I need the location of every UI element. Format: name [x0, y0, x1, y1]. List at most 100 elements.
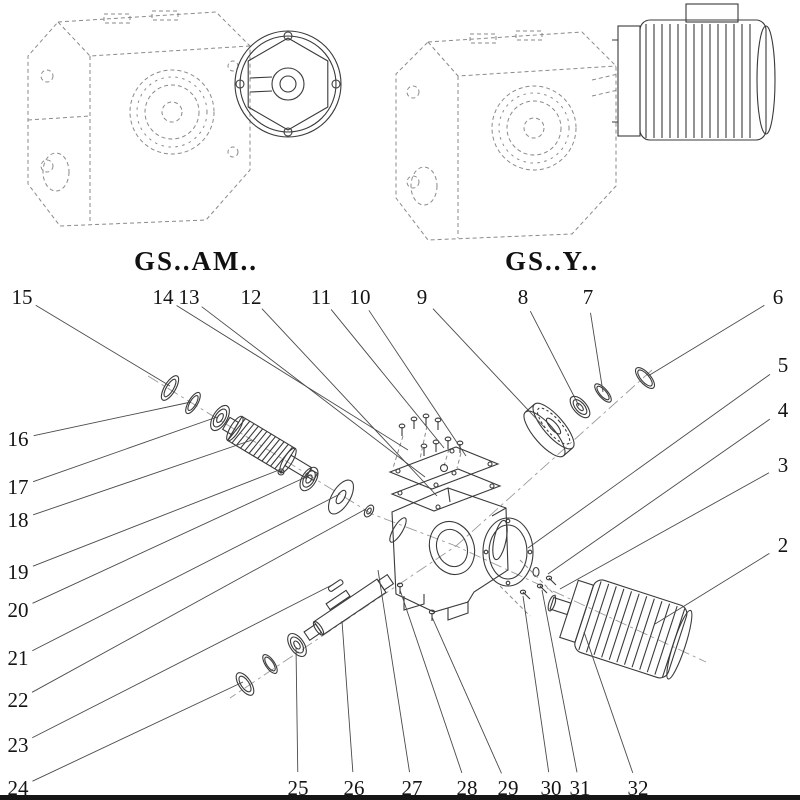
shaft-nut — [363, 504, 375, 518]
output-bearing — [287, 632, 307, 658]
leader-line-2 — [654, 553, 770, 625]
part-number-4: 4 — [778, 398, 789, 422]
leader-line-30 — [522, 595, 550, 773]
input-retaining-ring — [185, 391, 201, 415]
leader-line-7 — [590, 312, 604, 393]
inspection-cover-plate — [388, 446, 500, 490]
gear-bearing — [569, 395, 591, 419]
part-number-22: 22 — [8, 688, 29, 712]
figure-gs-y — [395, 3, 776, 241]
assembly-axis-lines — [147, 369, 707, 699]
part-number-8: 8 — [518, 285, 529, 309]
gear-circlip — [594, 383, 612, 403]
output-circlip — [262, 653, 278, 675]
leader-line-10 — [368, 310, 467, 457]
input-bearing-rear — [299, 466, 319, 492]
leader-line-12 — [261, 308, 438, 497]
screw-guide-lines — [392, 425, 462, 469]
flange-screws — [519, 566, 557, 600]
exploded-assembly — [147, 366, 707, 699]
leader-line-5 — [527, 373, 771, 549]
spacer-ring — [634, 366, 656, 390]
part-number-19: 19 — [8, 560, 29, 584]
motor-exploded — [547, 579, 693, 680]
part-number-32: 32 — [628, 776, 649, 800]
cover-gasket — [390, 468, 502, 512]
leader-line-4 — [547, 418, 771, 575]
motor-figure — [612, 3, 776, 141]
input-bearing-front — [210, 404, 230, 432]
part-number-16: 16 — [8, 427, 29, 451]
locating-pin — [277, 468, 285, 476]
figure-gs-am — [27, 10, 342, 227]
leader-line-25 — [295, 646, 299, 773]
input-seal-ring — [160, 375, 180, 401]
output-shaft — [303, 573, 395, 641]
part-number-20: 20 — [8, 598, 29, 622]
leader-line-22 — [31, 508, 367, 693]
leader-line-24 — [32, 681, 244, 782]
part-number-17: 17 — [8, 475, 29, 499]
part-number-11: 11 — [311, 285, 331, 309]
gearbox-ghost-outline — [27, 10, 251, 227]
cover-screws — [398, 413, 464, 456]
part-number-6: 6 — [773, 285, 784, 309]
leader-line-20 — [32, 476, 307, 604]
part-number-14: 14 — [153, 285, 175, 309]
part-number-13: 13 — [179, 285, 200, 309]
leader-line-14 — [176, 305, 409, 451]
part-number-28: 28 — [457, 776, 478, 800]
leader-line-13 — [201, 306, 426, 478]
leader-line-29 — [431, 616, 502, 774]
leader-line-32 — [583, 631, 634, 774]
part-number-7: 7 — [583, 285, 594, 309]
leader-line-27 — [377, 569, 410, 773]
shaft-key — [327, 579, 344, 592]
output-gear-wheel — [523, 402, 575, 458]
part-number-12: 12 — [241, 285, 262, 309]
worm-shaft — [221, 415, 319, 482]
leader-line-6 — [647, 304, 765, 377]
leader-line-17 — [32, 416, 218, 483]
leader-line-9 — [432, 308, 546, 429]
leader-line-21 — [32, 494, 339, 652]
variant-label-gs-am: GS..AM.. — [134, 246, 258, 276]
leader-line-3 — [559, 472, 770, 590]
part-number-24: 24 — [8, 776, 30, 800]
part-number-23: 23 — [8, 733, 29, 757]
leader-line-16 — [33, 401, 192, 437]
part-number-30: 30 — [541, 776, 562, 800]
variant-label-gs-y: GS..Y.. — [504, 246, 600, 276]
leader-line-19 — [32, 469, 280, 567]
gear-housing — [389, 487, 509, 621]
part-number-26: 26 — [344, 776, 365, 800]
leader-line-28 — [399, 589, 463, 773]
round-cover-oring — [482, 517, 534, 587]
part-number-15: 15 — [12, 285, 33, 309]
part-number-27: 27 — [402, 776, 423, 800]
leader-line-23 — [32, 584, 333, 739]
leader-line-26 — [341, 620, 354, 773]
part-number-18: 18 — [8, 508, 29, 532]
thrust-washer-disc — [327, 479, 355, 515]
part-number-31: 31 — [570, 776, 591, 800]
leader-line-18 — [32, 439, 253, 516]
leader-line-11 — [330, 309, 445, 449]
gearbox-ghost-outline-2 — [395, 30, 619, 241]
leader-line-8 — [529, 311, 580, 407]
leader-line-15 — [35, 304, 171, 387]
part-number-3: 3 — [778, 453, 789, 477]
part-number-2: 2 — [778, 533, 789, 557]
output-flange — [234, 30, 342, 138]
bottom-border — [0, 795, 800, 800]
part-number-29: 29 — [498, 776, 519, 800]
part-number-10: 10 — [350, 285, 371, 309]
part-number-5: 5 — [778, 353, 789, 377]
leader-line-31 — [541, 589, 578, 773]
part-number-9: 9 — [417, 285, 428, 309]
part-number-25: 25 — [288, 776, 309, 800]
output-seal-ring — [235, 672, 255, 696]
